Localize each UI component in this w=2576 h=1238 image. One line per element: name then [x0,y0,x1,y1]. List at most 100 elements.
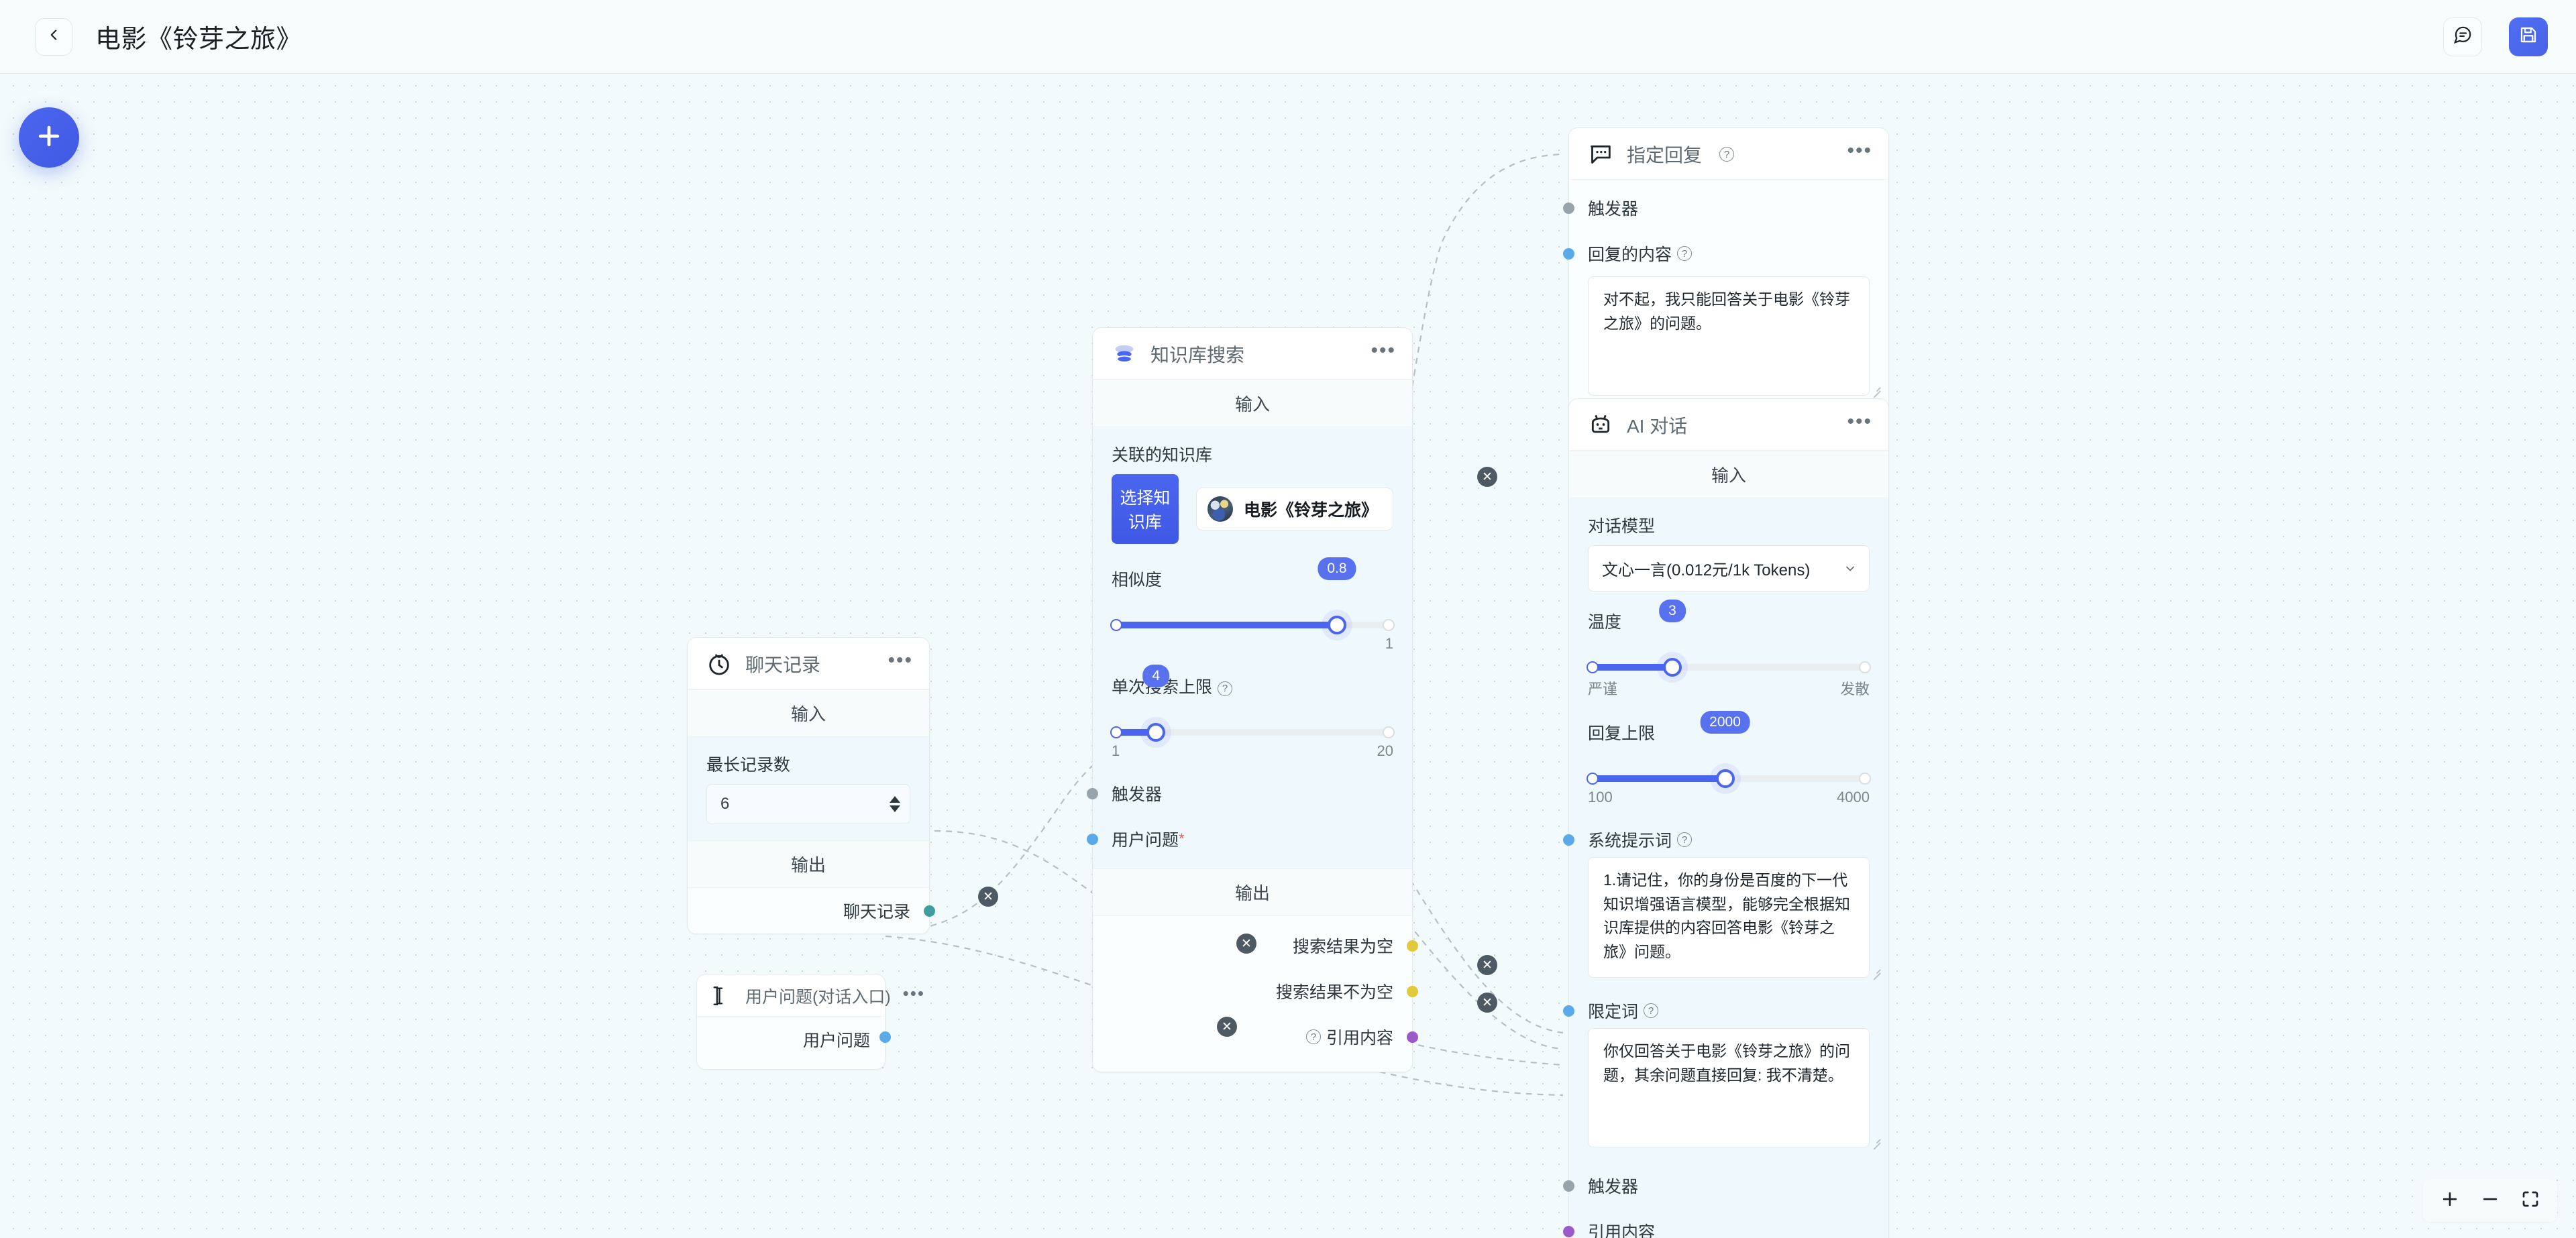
help-icon[interactable]: ? [1305,1029,1321,1044]
node-menu-button[interactable]: ••• [902,982,925,1003]
port-dot-limit-word[interactable] [1563,1005,1574,1017]
node-kb-search[interactable]: 知识库搜索 ••• 输入 关联的知识库 选择知识库 电影《铃芽之旅》 相似度 [1087,327,1418,1072]
edge-delete-button[interactable]: ✕ [1477,993,1497,1013]
port-dot-trigger[interactable] [1563,1180,1574,1192]
node-menu-button[interactable]: ••• [1847,139,1872,162]
knowledge-base-name: 电影《铃芽之旅》 [1243,501,1378,520]
node-ai-chat[interactable]: AI 对话 ••• 输入 对话模型 文心一言(0.012元/1k Tokens)… [1563,398,1889,1238]
model-select[interactable]: 文心一言(0.012元/1k Tokens) [1588,545,1870,592]
port-row-quote[interactable]: ? 引用内容 [1093,1014,1418,1060]
slider-knob[interactable] [1146,723,1166,742]
kb-field-label: 关联的知识库 [1112,446,1213,465]
topk-slider[interactable]: 4 1 20 [1110,665,1395,764]
port-label: 搜索结果不为空 [1275,983,1393,1002]
temperature-slider[interactable]: 3 严谨 发散 [1587,600,1871,703]
slider-end-min [1587,661,1599,673]
port-dot-result-empty[interactable] [1407,940,1418,952]
port-label: 用户问题 [802,1031,870,1050]
stepper-arrows [890,796,900,812]
max-records-input[interactable]: 6 [706,784,910,824]
help-icon[interactable]: ? [1719,147,1735,162]
port-row-system-prompt[interactable]: 系统提示词 ? [1563,810,1888,857]
node-title: 聊天记录 [745,655,821,675]
node-header: 知识库搜索 ••• [1093,328,1412,380]
port-dot-chat-record[interactable] [924,905,935,917]
knowledge-base-chip[interactable]: 电影《铃芽之旅》 [1195,488,1393,530]
node-menu-button[interactable]: ••• [1847,410,1872,433]
port-row-chat-record-out[interactable]: 聊天记录 [688,888,935,934]
node-body: 触发器 回复的内容 ? [1563,180,1888,416]
node-chat-record[interactable]: 聊天记录 ••• 输入 最长记录数 6 输出 [687,637,935,934]
node-output-body: 聊天记录 [688,888,935,934]
edge-delete-button[interactable]: ✕ [1477,955,1497,975]
port-dot-quote[interactable] [1563,1225,1574,1237]
node-menu-button[interactable]: ••• [888,649,913,671]
select-knowledge-base-button[interactable]: 选择知识库 [1112,474,1179,544]
port-row-result-not-empty[interactable]: 搜索结果不为空 [1093,968,1418,1014]
port-dot-system-prompt[interactable] [1563,834,1574,846]
port-dot-user-question[interactable] [1087,833,1098,845]
slider-knob[interactable] [1715,769,1735,788]
slider-track[interactable] [1110,616,1395,634]
slider-track[interactable] [1587,658,1871,677]
maxtokens-slider[interactable]: 2000 100 4000 [1587,711,1871,810]
similarity-slider[interactable]: 0.8 1 [1110,557,1395,657]
slider-track[interactable] [1587,769,1871,788]
edge-delete-button[interactable]: ✕ [1217,1017,1237,1037]
add-node-button[interactable] [19,107,79,168]
help-icon[interactable]: ? [1677,246,1693,261]
system-prompt-textarea[interactable] [1588,857,1870,978]
port-dot-reply-content[interactable] [1563,247,1574,260]
port-dot-quote[interactable] [1407,1031,1418,1043]
zoom-out-button[interactable] [2473,1184,2508,1217]
maxtokens-label: 回复上限 [1588,724,1656,743]
topk-value-bubble: 4 [1142,665,1170,687]
clock-icon [705,650,733,678]
flow-canvas[interactable]: ✕ ✕ ✕ ✕ ✕ ✕ 聊天记录 ••• 输入 最长记录数 [0,74,2576,1238]
max-records-value: 6 [720,795,730,813]
port-label: 搜索结果为空 [1292,938,1393,956]
port-dot-trigger[interactable] [1087,787,1098,799]
port-row-trigger[interactable]: 触发器 [1087,764,1412,816]
fit-view-button[interactable] [2513,1184,2548,1217]
port-row-user-question-out[interactable]: 用户问题 [697,1017,891,1069]
port-dot-user-question[interactable] [879,1031,891,1043]
port-row-trigger[interactable]: 触发器 [1563,180,1888,231]
max-records-label: 最长记录数 [706,756,791,775]
save-icon [2518,25,2538,48]
comment-button[interactable] [2443,17,2482,56]
limit-word-textarea[interactable] [1588,1028,1870,1147]
edge-delete-button[interactable]: ✕ [1477,467,1497,487]
stepper-up-icon[interactable] [890,796,900,803]
port-dot-trigger[interactable] [1563,202,1574,214]
slider-end-min [1110,619,1122,631]
port-row-trigger[interactable]: 触发器 [1563,1155,1888,1208]
node-output-body: 用户问题 [697,1017,891,1069]
slider-knob[interactable] [1663,658,1682,677]
slider-track[interactable] [1110,723,1395,742]
port-row-limit-word[interactable]: 限定词 ? [1563,985,1888,1028]
port-row-reply-content[interactable]: 回复的内容 ? [1563,231,1888,276]
stepper-down-icon[interactable] [890,805,900,812]
slider-knob[interactable] [1328,616,1346,634]
port-row-user-question[interactable]: 用户问题* [1087,816,1412,868]
node-specified-reply[interactable]: 指定回复 ? ••• 触发器 回复的内容 ? [1563,127,1889,417]
port-row-result-empty[interactable]: 搜索结果为空 [1093,923,1418,968]
edge-delete-button[interactable]: ✕ [1236,934,1256,954]
node-menu-button[interactable]: ••• [1371,339,1396,361]
reply-content-textarea[interactable] [1588,276,1870,396]
edge-delete-button[interactable]: ✕ [978,887,998,907]
zoom-in-button[interactable] [2432,1184,2467,1217]
top-bar-actions [2443,17,2548,56]
save-button[interactable] [2509,17,2548,56]
port-row-quote[interactable]: 引用内容 [1563,1208,1888,1238]
kb-picker-row: 选择知识库 电影《铃芽之旅》 [1112,474,1393,549]
back-button[interactable] [35,17,72,56]
node-title: AI 对话 [1627,416,1688,437]
top-bar: 电影《铃芽之旅》 [0,0,2576,74]
node-user-question[interactable]: 用户问题(对话入口) ••• 用户问题 [696,974,924,1070]
help-icon[interactable]: ? [1677,832,1693,847]
port-dot-result-not-empty[interactable] [1407,985,1418,997]
help-icon[interactable]: ? [1218,681,1233,696]
help-icon[interactable]: ? [1644,1003,1659,1018]
